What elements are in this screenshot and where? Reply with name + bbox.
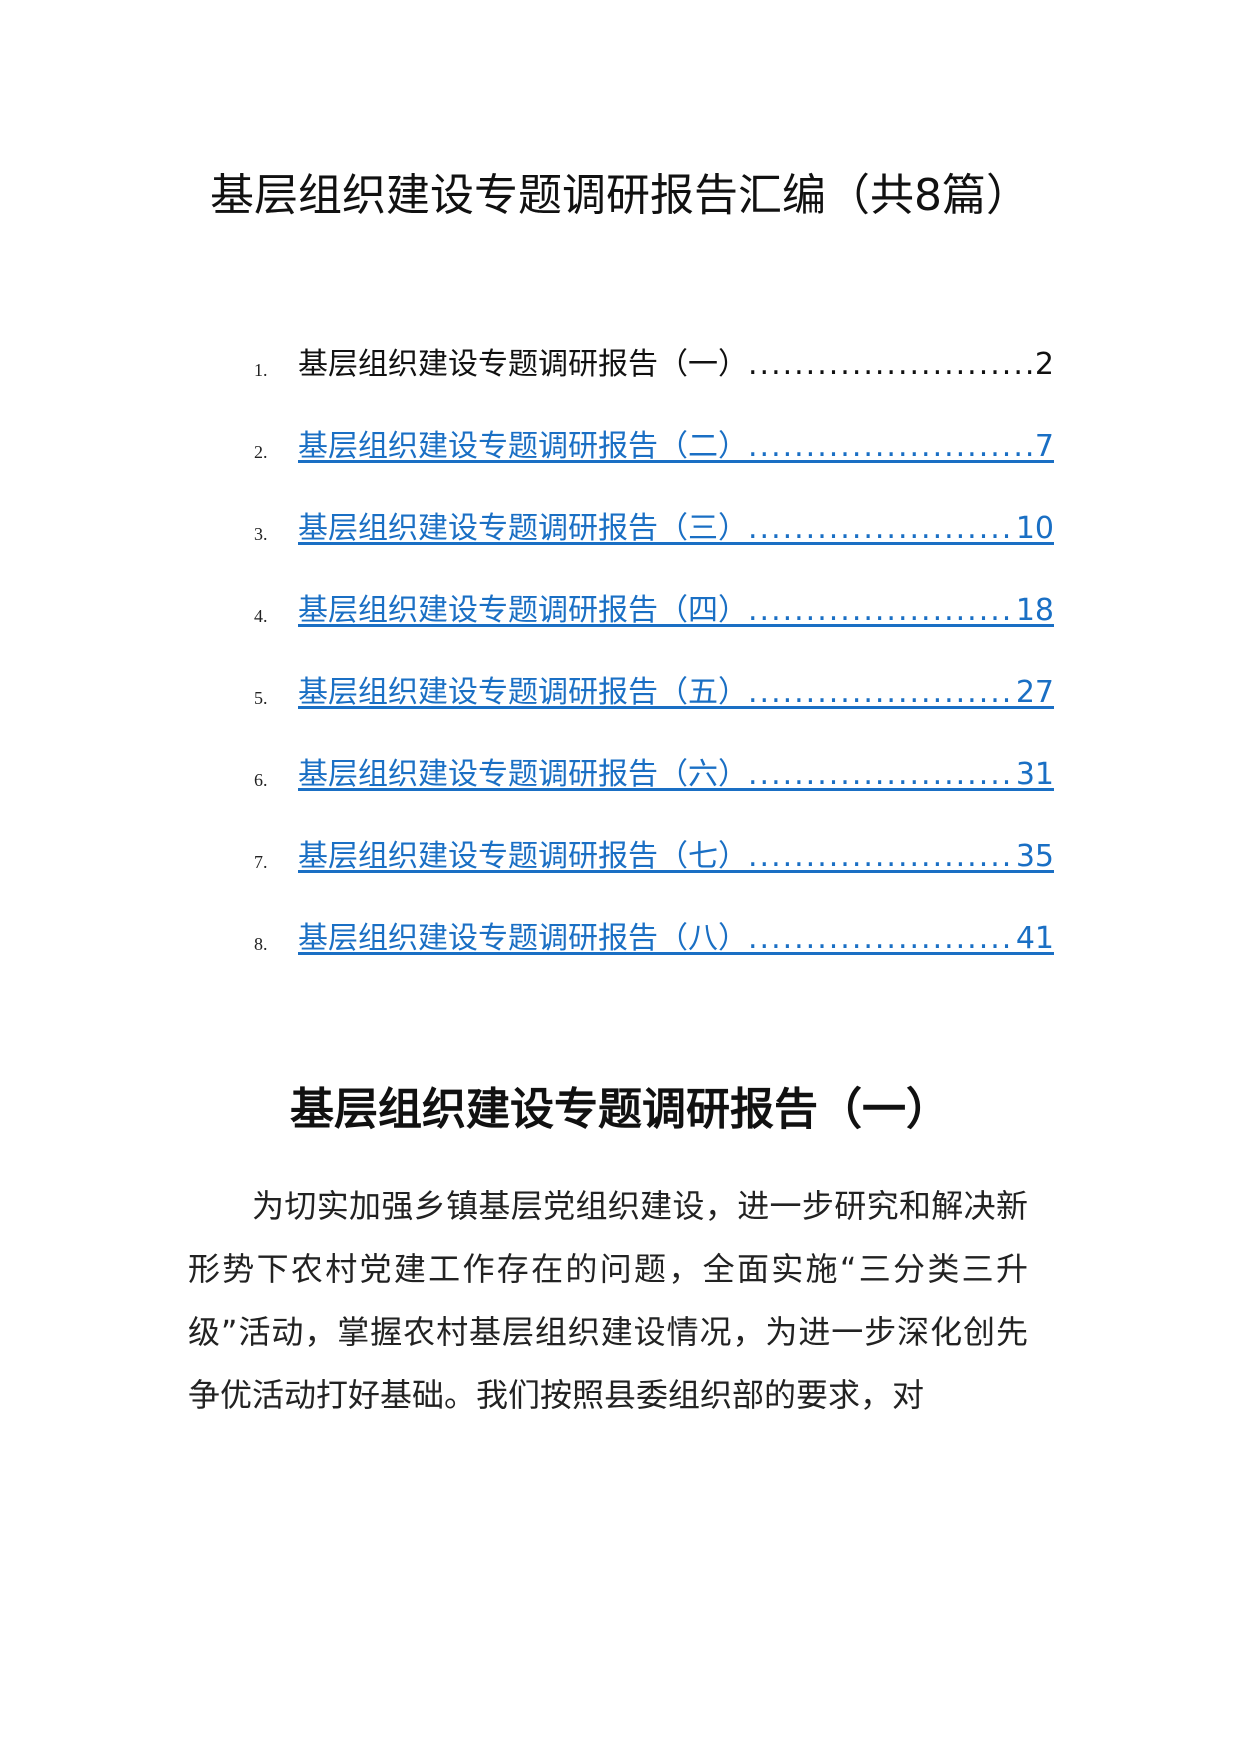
- toc-entry: 2. 基层组织建设专题调研报告（二） 7: [254, 422, 1054, 472]
- toc-entry-title: 基层组织建设专题调研报告（八）: [298, 921, 748, 956]
- toc-entry: 5. 基层组织建设专题调研报告（五） 27: [254, 668, 1054, 718]
- toc-entry-link[interactable]: 基层组织建设专题调研报告（三） 10: [298, 509, 1054, 549]
- toc-entry-number: 1.: [254, 359, 268, 380]
- toc-leader-dots: [748, 837, 1016, 877]
- toc-entry-page-number: 41: [1015, 921, 1054, 956]
- toc-entry-link[interactable]: 基层组织建设专题调研报告（八） 41: [298, 919, 1054, 959]
- toc-entry: 3. 基层组织建设专题调研报告（三） 10: [254, 504, 1054, 554]
- toc-entry: 4. 基层组织建设专题调研报告（四） 18: [254, 586, 1054, 636]
- toc-entry: 6. 基层组织建设专题调研报告（六） 31: [254, 750, 1054, 800]
- toc-entry-title: 基层组织建设专题调研报告（一）: [298, 347, 748, 382]
- toc-entry-number: 2.: [254, 441, 268, 462]
- toc-entry: 8. 基层组织建设专题调研报告（八） 41: [254, 914, 1054, 964]
- toc-leader-dots: [748, 673, 1016, 713]
- toc-leader-dots: [748, 509, 1016, 549]
- toc-entry-link[interactable]: 基层组织建设专题调研报告（二） 7: [298, 427, 1054, 467]
- toc-entry-number: 3.: [254, 523, 268, 544]
- toc-entry-link[interactable]: 基层组织建设专题调研报告（四） 18: [298, 591, 1054, 631]
- toc-entry-page-number: 27: [1015, 675, 1054, 710]
- toc-entry-page-number: 10: [1015, 511, 1054, 546]
- document-title: 基层组织建设专题调研报告汇编（共8篇）: [210, 170, 1030, 221]
- toc-leader-dots: [748, 427, 1035, 467]
- toc-entry-link[interactable]: 基层组织建设专题调研报告（五） 27: [298, 673, 1054, 713]
- toc-entry-title: 基层组织建设专题调研报告（五）: [298, 675, 748, 710]
- toc-entry-page-number: 18: [1015, 593, 1054, 628]
- toc-entry-title: 基层组织建设专题调研报告（七）: [298, 839, 748, 874]
- toc-entry-number: 4.: [254, 605, 268, 626]
- toc-entry-number: 6.: [254, 769, 268, 790]
- toc-entry-page-number: 31: [1015, 757, 1054, 792]
- toc-entry-title: 基层组织建设专题调研报告（六）: [298, 757, 748, 792]
- toc-entry-title: 基层组织建设专题调研报告（四）: [298, 593, 748, 628]
- section-title: 基层组织建设专题调研报告（一）: [290, 1084, 950, 1135]
- toc-entry-title: 基层组织建设专题调研报告（三）: [298, 511, 748, 546]
- toc-leader-dots: [748, 591, 1016, 631]
- toc-entry-number: 7.: [254, 851, 268, 872]
- toc-entry-link[interactable]: 基层组织建设专题调研报告（一） 2: [298, 345, 1054, 385]
- body-paragraph: 为切实加强乡镇基层党组织建设，进一步研究和解决新形势下农村党建工作存在的问题，全…: [188, 1187, 1028, 1414]
- toc-entry: 7. 基层组织建设专题调研报告（七） 35: [254, 832, 1054, 882]
- toc-entry-page-number: 2: [1034, 347, 1054, 382]
- toc-entry-number: 8.: [254, 933, 268, 954]
- toc-entry-page-number: 35: [1015, 839, 1054, 874]
- toc-leader-dots: [748, 755, 1016, 795]
- toc-entry-link[interactable]: 基层组织建设专题调研报告（七） 35: [298, 837, 1054, 877]
- toc-entry-page-number: 7: [1034, 429, 1054, 464]
- toc-entry-title: 基层组织建设专题调研报告（二）: [298, 429, 748, 464]
- toc-leader-dots: [748, 919, 1016, 959]
- toc-entry-link[interactable]: 基层组织建设专题调研报告（六） 31: [298, 755, 1054, 795]
- toc-entry: 1. 基层组织建设专题调研报告（一） 2: [254, 340, 1054, 390]
- toc-leader-dots: [748, 345, 1035, 385]
- toc-entry-number: 5.: [254, 687, 268, 708]
